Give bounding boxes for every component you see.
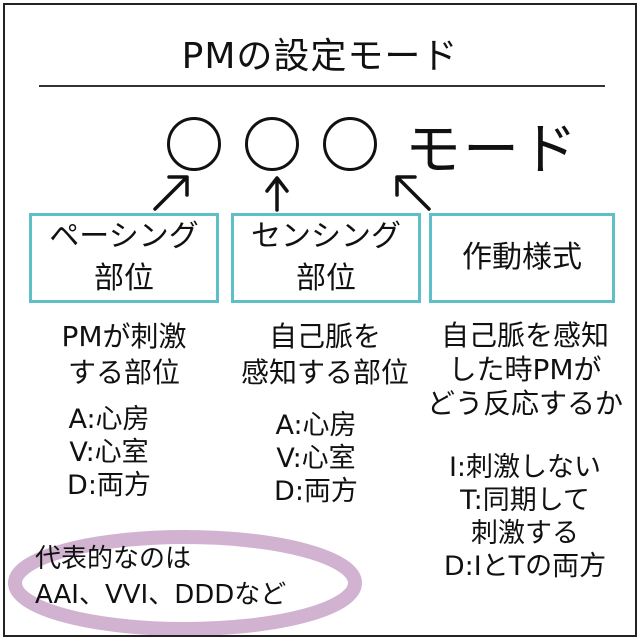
- examples-note: 代表的なのは AAI、VVI、DDDなど: [35, 541, 355, 613]
- box-label-line: ペーシング: [49, 219, 199, 254]
- code-item: D:IとTの両方: [443, 551, 607, 582]
- description-line: した時PMが: [448, 353, 602, 386]
- code-item: V:心室: [276, 443, 356, 474]
- arrow-to-first-slot: [153, 175, 189, 211]
- description-line: 感知する部位: [240, 356, 409, 389]
- description-line: 自己脈を感知: [440, 319, 609, 352]
- box-label-line: 部位: [296, 261, 356, 296]
- pacing-site-box: ペーシング 部位: [29, 213, 219, 303]
- response-description: 自己脈を感知 した時PMが どう反応するか: [425, 319, 625, 421]
- code-item: A:心房: [68, 404, 150, 435]
- pacing-description: PMが刺激 する部位: [19, 319, 229, 391]
- description-line: PMが刺激: [61, 320, 187, 353]
- pacing-slot-circle: [167, 117, 221, 171]
- sensing-site-box: センシング 部位: [231, 213, 421, 303]
- description-line: する部位: [67, 356, 180, 389]
- arrow-to-second-slot: [265, 176, 289, 212]
- code-item: V:心室: [69, 437, 149, 468]
- sensing-description: 自己脈を 感知する部位: [225, 319, 425, 391]
- sensing-slot-circle: [245, 117, 299, 171]
- mode-word: モード: [405, 118, 579, 183]
- description-line: 自己脈を: [268, 320, 381, 353]
- box-label-line: 作動様式: [462, 240, 582, 275]
- code-item: D:両方: [67, 470, 151, 501]
- examples-note-line: 代表的なのは: [35, 544, 192, 574]
- arrow-to-third-slot: [395, 175, 431, 211]
- code-item: I:刺激しない: [448, 452, 602, 483]
- sensing-code-list: A:心房 V:心室 D:両方: [231, 409, 401, 508]
- description-line: どう反応するか: [426, 387, 623, 420]
- code-item: A:心房: [275, 410, 357, 441]
- box-label-line: センシング: [251, 219, 401, 254]
- diagram-canvas: PMの設定モード モード ペーシング 部位: [3, 3, 637, 637]
- pacing-code-list: A:心房 V:心室 D:両方: [19, 403, 199, 502]
- title-divider: [39, 85, 605, 87]
- examples-note-line: AAI、VVI、DDDなど: [35, 580, 287, 610]
- code-item: T:同期して: [460, 485, 590, 516]
- code-item: 刺激する: [471, 518, 579, 549]
- diagram-title: PMの設定モード: [181, 36, 459, 77]
- pointer-arrows: [153, 175, 431, 212]
- response-code-list: I:刺激しない T:同期して 刺激する D:IとTの両方: [425, 451, 625, 583]
- highlight-ellipse: [8, 530, 362, 635]
- response-slot-circle: [323, 117, 377, 171]
- response-mode-box: 作動様式: [429, 213, 615, 303]
- box-label-line: 部位: [94, 261, 154, 296]
- code-item: D:両方: [274, 476, 358, 507]
